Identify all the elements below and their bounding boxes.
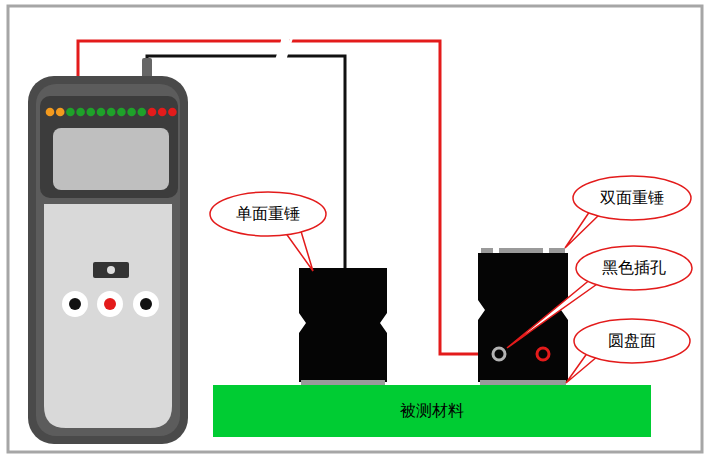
meter-body [36,84,180,436]
led [76,108,85,117]
red-wire [78,41,281,80]
led [107,108,116,117]
material-bar: 被测材料 [213,385,651,437]
weight-body [478,253,568,382]
led-row [46,108,177,117]
socket [62,291,88,317]
callout-bubble: 黑色插孔 [575,245,693,291]
node-text: 单面重锤 [236,204,300,223]
callout-tails [285,208,600,383]
black-socket [493,348,505,360]
socket [104,298,116,310]
black-wire [147,56,279,58]
led [127,108,136,117]
socket [140,298,152,310]
connector [142,58,152,78]
led [97,108,106,117]
node-text: 被测材料 [400,401,464,420]
callout-bubble: 圆盘面 [573,318,691,364]
meter-body [28,76,188,444]
led [66,108,75,117]
socket [97,291,123,317]
node-text: 圆盘面 [608,331,656,350]
weight-face [549,248,565,253]
led [46,108,55,117]
double-weight [478,248,568,385]
callout-bubble: 双面重锤 [572,175,692,221]
bubble-ellipse [574,319,690,363]
led [148,108,157,117]
screen [53,128,169,190]
switch [93,262,129,278]
weight-face [499,248,543,253]
socket [133,291,159,317]
bubble-ellipse [576,246,692,290]
socket [69,298,81,310]
weight-body [299,268,387,382]
single-weight [299,268,387,385]
break-mark [284,36,292,62]
switch-knob [107,266,115,274]
display-panel [40,96,178,198]
led [158,108,167,117]
bubble-ellipse [573,176,691,220]
bubble-ellipse [210,192,326,236]
led [56,108,65,117]
led [117,108,126,117]
meter [28,58,188,444]
node-text: 双面重锤 [600,188,664,207]
callout-bubble: 单面重锤 [209,191,327,237]
led [87,108,96,117]
red-socket [537,348,549,360]
weight-face [481,248,493,253]
frame [8,6,702,452]
led [138,108,147,117]
keypad-panel [44,204,172,428]
node-text: 黑色插孔 [602,258,666,277]
led [168,108,177,117]
